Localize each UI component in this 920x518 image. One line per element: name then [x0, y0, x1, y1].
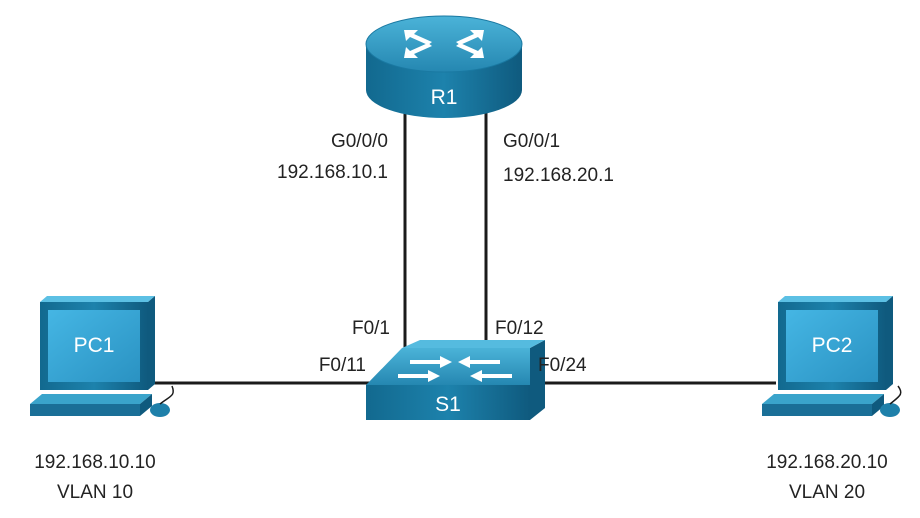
pc2-vlan-label: VLAN 20 — [788, 482, 866, 503]
router-port-g000-label: G0/0/0 — [330, 131, 388, 152]
router-port-g000-ip: 192.168.10.1 — [277, 162, 388, 183]
pc2-icon[interactable]: PC2 — [762, 296, 902, 417]
pc1-name: PC1 — [74, 334, 115, 357]
router-name: R1 — [431, 86, 458, 109]
router-icon[interactable]: R1 — [365, 15, 523, 118]
switch-port-f011-label: F0/11 — [318, 355, 366, 376]
switch-icon[interactable]: S1 — [366, 340, 545, 420]
pc1-ip-label: 192.168.10.10 — [34, 452, 156, 473]
pc2-ip-label: 192.168.20.10 — [766, 452, 888, 473]
switch-name: S1 — [435, 393, 461, 416]
pc2-name: PC2 — [812, 334, 853, 357]
router-port-g001-ip: 192.168.20.1 — [503, 165, 614, 186]
pc1-icon[interactable]: PC1 — [30, 296, 174, 417]
switch-port-f01-label: F0/1 — [351, 318, 390, 339]
pc1-vlan-label: VLAN 10 — [56, 482, 134, 503]
switch-port-f024-label: F0/24 — [538, 355, 587, 376]
switch-port-f012-label: F0/12 — [495, 318, 544, 339]
router-port-g001-label: G0/0/1 — [503, 131, 561, 152]
